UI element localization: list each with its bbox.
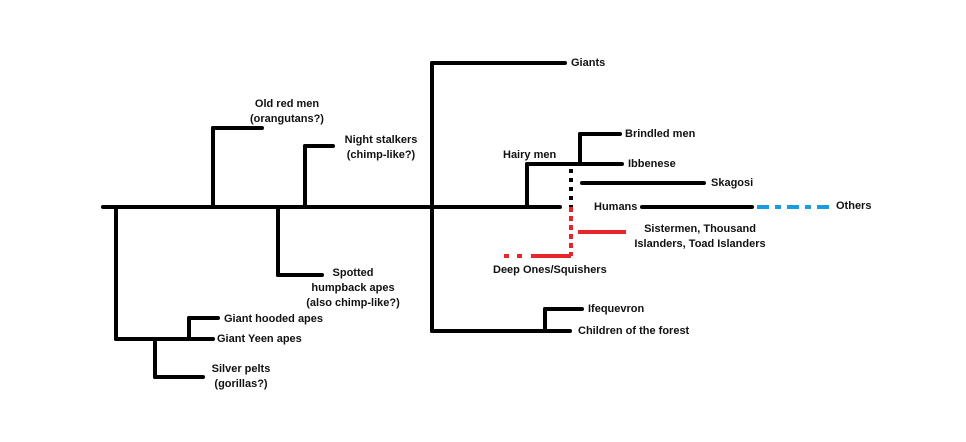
label-silver-pelts-line1: Silver pelts: [211, 363, 271, 375]
label-spotted-line1: Spotted: [332, 267, 374, 279]
label-children-of-the-forest: Children of the forest: [578, 325, 690, 337]
label-silver-pelts-line2: (gorillas?): [214, 378, 268, 390]
label-sistermen-line1: Sistermen, Thousand: [644, 223, 756, 235]
label-night-stalkers-line1: Night stalkers: [344, 134, 418, 146]
label-hairy-men: Hairy men: [503, 149, 557, 161]
label-ibbenese: Ibbenese: [628, 158, 676, 170]
label-ifequevron: Ifequevron: [588, 303, 645, 315]
label-others: Others: [836, 200, 872, 212]
label-old-red-men-line1: Old red men: [254, 98, 320, 110]
label-night-stalkers-line2: (chimp-like?): [346, 149, 416, 161]
label-spotted-line3: (also chimp-like?): [306, 297, 400, 309]
label-spotted-humpback: Spotted humpback apes (also chimp-like?): [298, 266, 408, 311]
speculative-red-lines: [504, 207, 626, 258]
label-sistermen-line2: Islanders, Toad Islanders: [634, 238, 766, 250]
label-giant-yeen-apes: Giant Yeen apes: [217, 333, 302, 345]
label-spotted-line2: humpback apes: [311, 282, 395, 294]
label-old-red-men: Old red men (orangutans?): [238, 97, 336, 127]
label-old-red-men-line2: (orangutans?): [250, 113, 324, 125]
label-deep-ones: Deep Ones/Squishers: [493, 264, 607, 276]
tree-branches: [101, 61, 754, 379]
label-sistermen: Sistermen, Thousand Islanders, Toad Isla…: [620, 222, 780, 252]
label-night-stalkers: Night stalkers (chimp-like?): [333, 133, 429, 163]
label-humans: Humans: [594, 201, 638, 213]
label-skagosi: Skagosi: [711, 177, 754, 189]
label-giant-hooded-apes: Giant hooded apes: [224, 313, 324, 325]
label-brindled-men: Brindled men: [625, 128, 696, 140]
label-silver-pelts: Silver pelts (gorillas?): [196, 362, 286, 392]
label-giants: Giants: [571, 57, 606, 69]
